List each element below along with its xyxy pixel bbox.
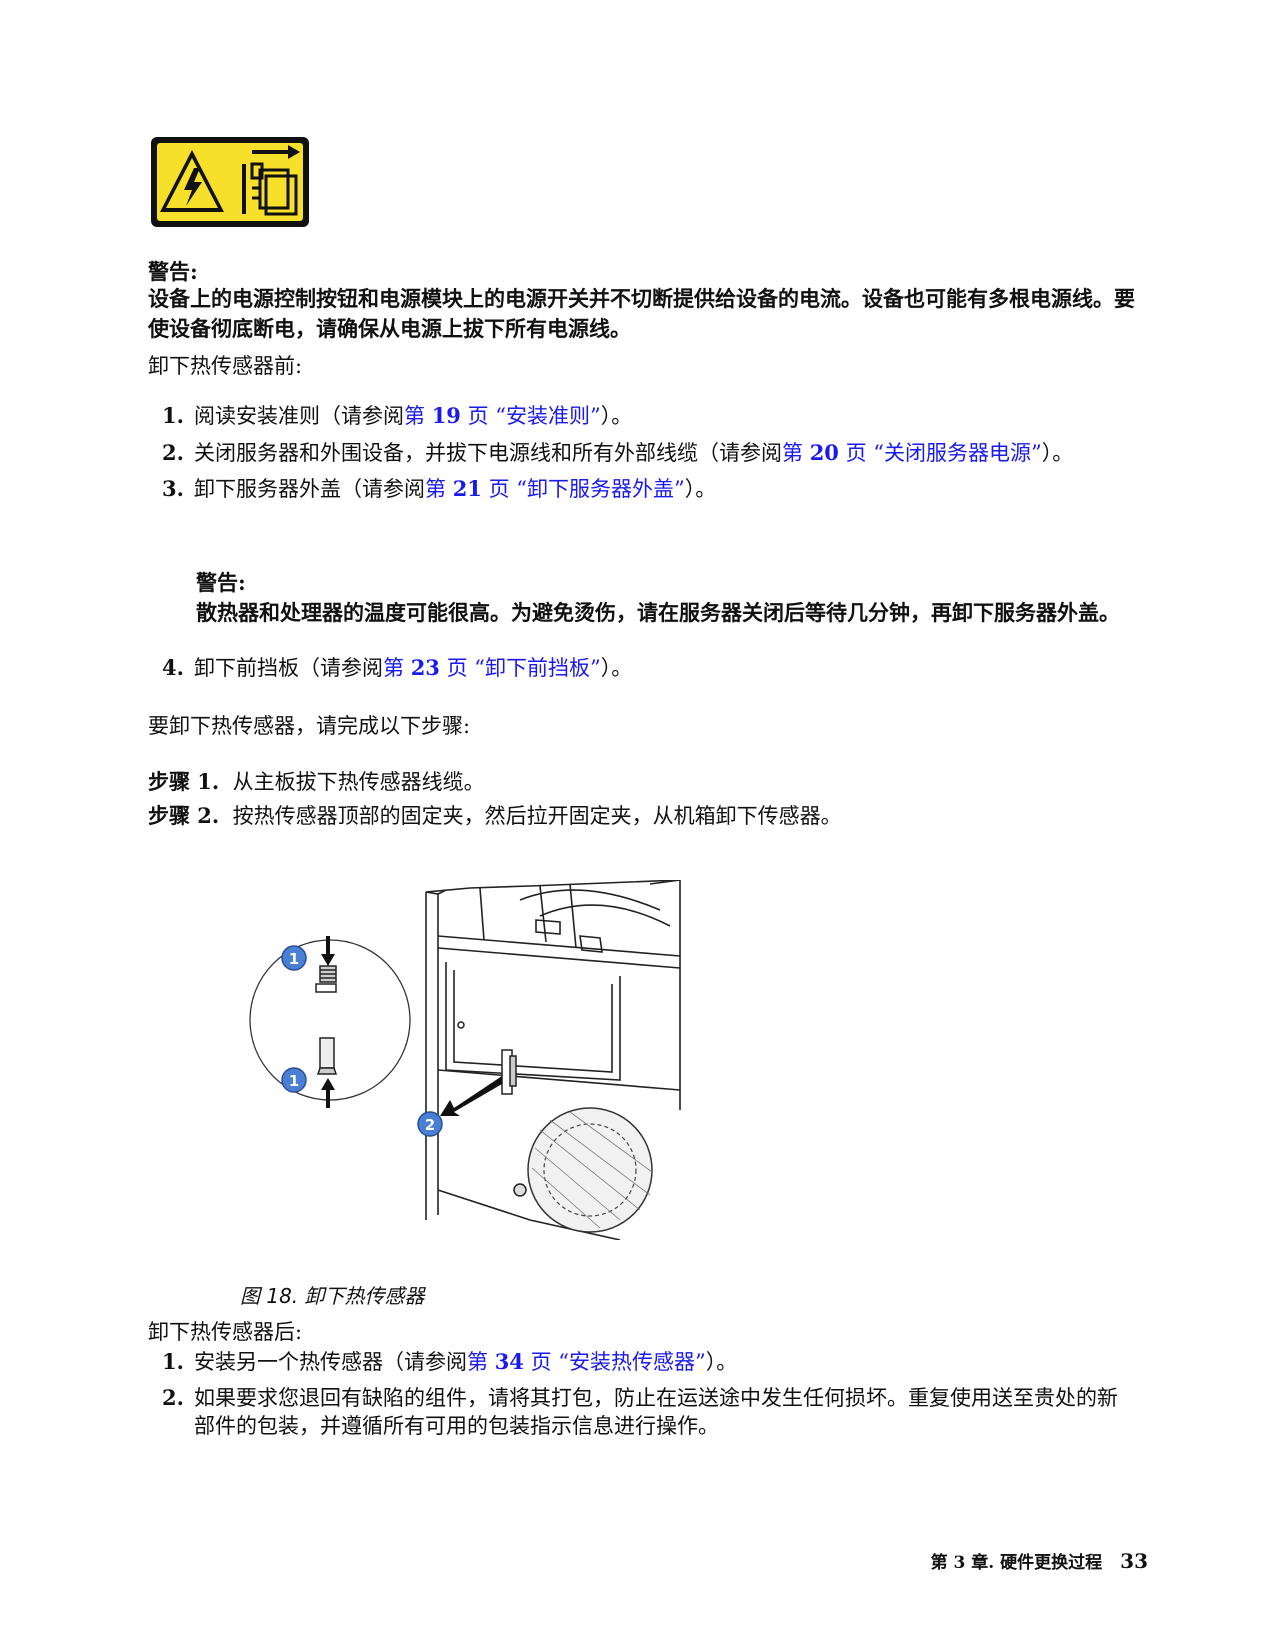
prereq-intro: 卸下热传感器前: xyxy=(148,354,303,378)
procedure-step: 步骤 1. 从主板拔下热传感器线缆。 xyxy=(148,766,485,796)
list-item-number: 1. xyxy=(162,403,184,428)
after-intro: 卸下热传感器后: xyxy=(148,1320,303,1344)
step-label: 步骤 1. xyxy=(148,769,220,794)
list-item: 2. 关闭服务器和外围设备，并拔下电源线和所有外部线缆（请参阅第 20 页 “关… xyxy=(148,439,1138,467)
list-item-text-tail: ）。 xyxy=(600,656,633,680)
page-number: 33 xyxy=(1120,1549,1148,1573)
list-item-number: 2. xyxy=(162,1385,184,1410)
list-item-text: 如果要求您退回有缺陷的组件，请将其打包，防止在运送途中发生任何损坏。重复使用送至… xyxy=(194,1386,1118,1438)
electrical-hazard-warning-icon xyxy=(148,134,312,230)
figure-caption: 图 18. 卸下热传感器 xyxy=(240,1284,425,1308)
svg-text:1: 1 xyxy=(289,950,299,968)
list-item-number: 3. xyxy=(162,476,184,501)
warning-title: 警告: xyxy=(148,259,198,284)
step-text: 从主板拔下热传感器线缆。 xyxy=(232,770,485,794)
list-item-text: 安装另一个热传感器（请参阅 xyxy=(194,1350,467,1374)
callout-2: 2 xyxy=(417,1111,443,1137)
list-item-number: 1. xyxy=(162,1349,184,1374)
chapter-title: 第 3 章. 硬件更换过程 xyxy=(930,1553,1103,1573)
cross-reference-link[interactable]: 第 23 页 “卸下前挡板” xyxy=(383,655,601,680)
after-list: 1. 安装另一个热传感器（请参阅第 34 页 “安装热传感器”）。 2. 如果要… xyxy=(148,1348,1138,1440)
page-footer: 第 3 章. 硬件更换过程 33 xyxy=(931,1548,1148,1573)
svg-text:2: 2 xyxy=(425,1116,435,1134)
procedure-step: 步骤 2. 按热传感器顶部的固定夹，然后拉开固定夹，从机箱卸下传感器。 xyxy=(148,800,842,830)
list-item: 1. 安装另一个热传感器（请参阅第 34 页 “安装热传感器”）。 xyxy=(148,1348,1138,1376)
list-item: 3. 卸下服务器外盖（请参阅第 21 页 “卸下服务器外盖”）。 xyxy=(148,475,1138,503)
list-item-text: 阅读安装准则（请参阅 xyxy=(194,404,404,428)
prereq-list-continued: 4. 卸下前挡板（请参阅第 23 页 “卸下前挡板”）。 xyxy=(148,654,1138,682)
heat-warning: 警告: 散热器和处理器的温度可能很高。为避免烫伤，请在服务器关闭后等待几分钟，再… xyxy=(196,568,1146,628)
list-item: 4. 卸下前挡板（请参阅第 23 页 “卸下前挡板”）。 xyxy=(148,654,1138,682)
list-item-text: 卸下前挡板（请参阅 xyxy=(194,656,383,680)
steps-intro: 要卸下热传感器，请完成以下步骤: xyxy=(148,714,471,738)
cross-reference-link[interactable]: 第 34 页 “安装热传感器” xyxy=(467,1349,706,1374)
cross-reference-link[interactable]: 第 19 页 “安装准则” xyxy=(404,403,601,428)
list-item-text: 卸下服务器外盖（请参阅 xyxy=(194,477,425,501)
list-item-text-tail: ）。 xyxy=(705,1350,738,1374)
svg-text:1: 1 xyxy=(289,1072,299,1090)
list-item-text-tail: ）。 xyxy=(684,477,717,501)
cross-reference-link[interactable]: 第 21 页 “卸下服务器外盖” xyxy=(425,476,685,501)
list-item-text-tail: ）。 xyxy=(600,404,633,428)
list-item: 2. 如果要求您退回有缺陷的组件，请将其打包，防止在运送途中发生任何损坏。重复使… xyxy=(148,1384,1138,1440)
thermal-sensor-removal-illustration: 1 1 2 xyxy=(240,879,690,1241)
list-item-text: 关闭服务器和外围设备，并拔下电源线和所有外部线缆（请参阅 xyxy=(194,441,782,465)
list-item-number: 2. xyxy=(162,440,184,465)
callout-1-bottom: 1 xyxy=(281,1067,307,1093)
list-item-number: 4. xyxy=(162,655,184,680)
callout-1-top: 1 xyxy=(281,945,307,971)
heat-warning-body: 散热器和处理器的温度可能很高。为避免烫伤，请在服务器关闭后等待几分钟，再卸下服务… xyxy=(196,600,1120,625)
step-label: 步骤 2. xyxy=(148,803,220,828)
prereq-list: 1. 阅读安装准则（请参阅第 19 页 “安装准则”）。 2. 关闭服务器和外围… xyxy=(148,402,1138,503)
step-text: 按热传感器顶部的固定夹，然后拉开固定夹，从机箱卸下传感器。 xyxy=(232,804,842,828)
cross-reference-link[interactable]: 第 20 页 “关闭服务器电源” xyxy=(782,440,1042,465)
heat-warning-title: 警告: xyxy=(196,570,246,595)
list-item: 1. 阅读安装准则（请参阅第 19 页 “安装准则”）。 xyxy=(148,402,1138,430)
warning-body: 设备上的电源控制按钮和电源模块上的电源开关并不切断提供给设备的电流。设备也可能有… xyxy=(148,286,1135,341)
list-item-text-tail: ）。 xyxy=(1041,441,1074,465)
